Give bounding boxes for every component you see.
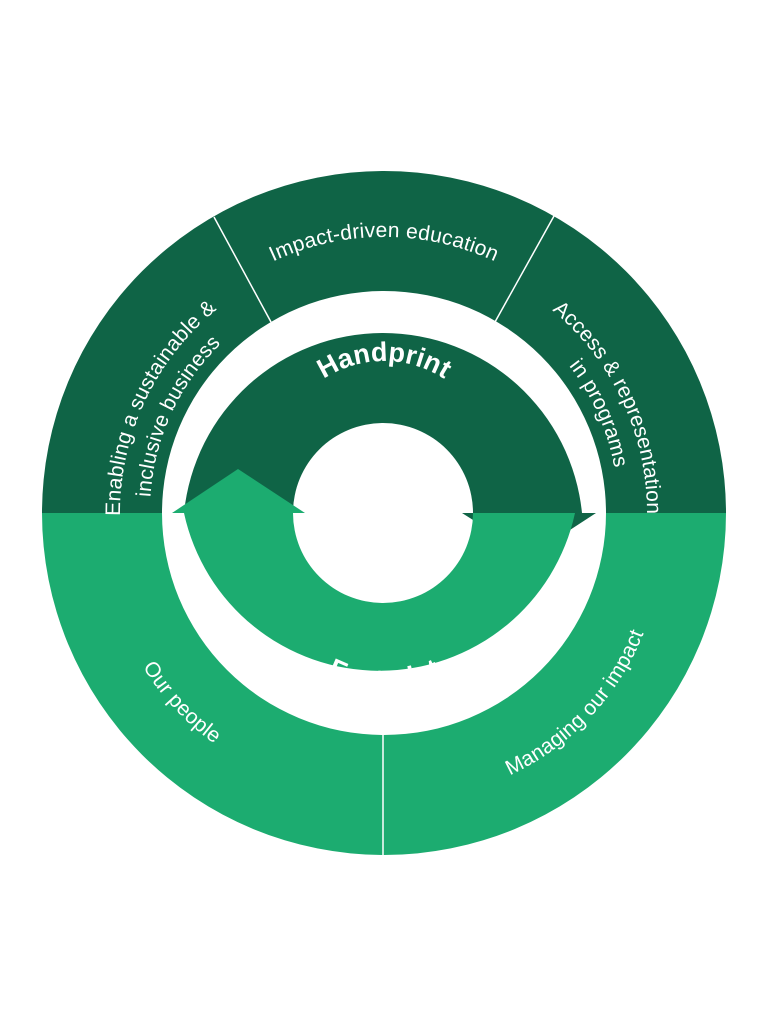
outer-ring-bottom-half (42, 513, 726, 855)
footprint-arc (172, 469, 575, 671)
handprint-arc (184, 332, 596, 556)
divider-enabling-education (213, 216, 272, 323)
outer-ring-top-half (42, 171, 726, 513)
divider-education-access (494, 215, 555, 323)
